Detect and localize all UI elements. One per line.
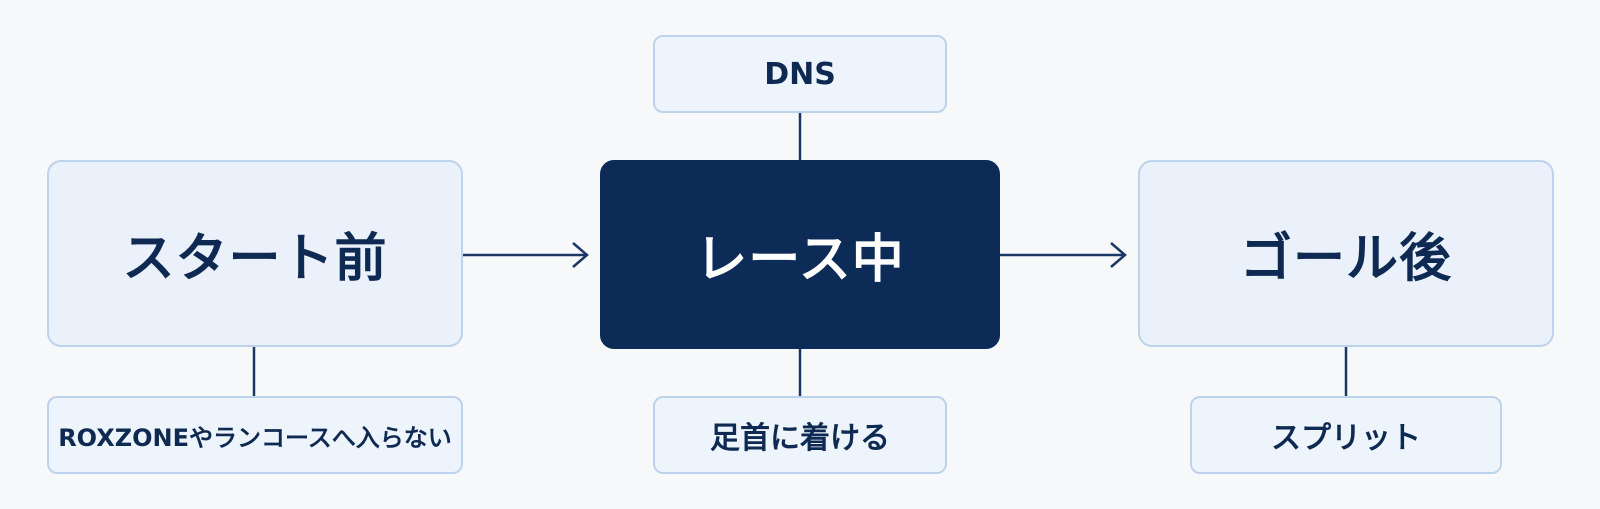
stage-during-label: レース中 [695,230,905,290]
note-before-label: ROXZONEやランコースへ入らない [58,423,452,452]
stage-during-box: レース中 [600,160,1000,349]
arrowhead-during-to-after [1110,242,1127,268]
note-during-top-box: DNS [653,35,947,113]
stage-before-box: スタート前 [47,160,463,347]
stage-after-box: ゴール後 [1138,160,1554,347]
note-after-label: スプリット [1271,421,1421,456]
note-after-box: スプリット [1190,396,1502,474]
note-during-top-label: DNS [764,56,836,92]
stage-after-label: ゴール後 [1239,229,1452,289]
stage-before-label: スタート前 [122,229,388,289]
note-during-bottom-box: 足首に着ける [653,396,947,474]
note-before-box: ROXZONEやランコースへ入らない [47,396,463,474]
arrowhead-before-to-during [572,242,589,268]
note-during-bottom-label: 足首に着ける [710,421,890,456]
